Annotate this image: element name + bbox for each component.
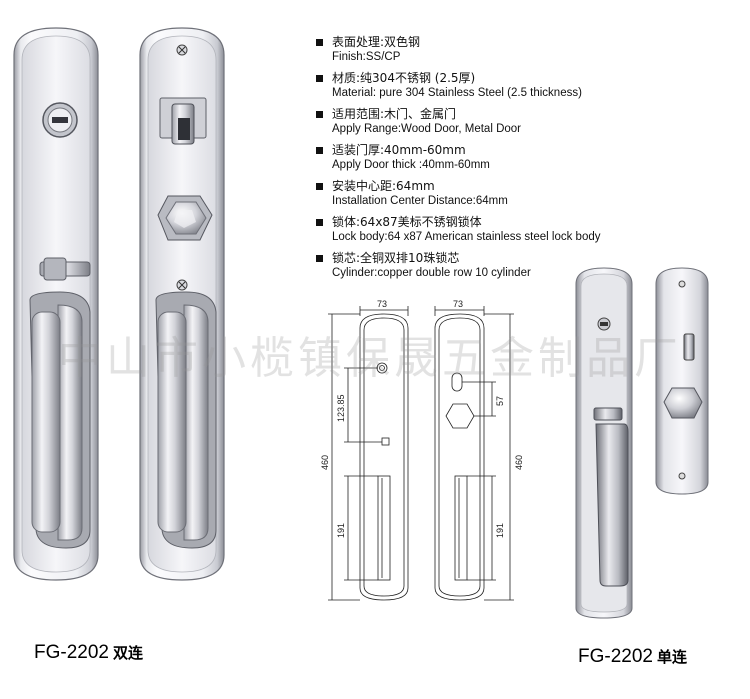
drawing-turn [451,372,463,392]
handle-grip-left [29,291,91,549]
spec-en: Installation Center Distance:64mm [332,195,508,207]
thumb-latch-icon [593,407,623,421]
screw-icon [176,44,188,56]
single-back-plate [655,267,709,495]
drawing-knob [445,403,475,429]
spec-zh: 材质:纯304不锈钢 (2.5厚) [332,71,476,85]
bullet-icon [316,75,323,82]
product-illustration-single [575,267,709,619]
drawing-plate-front [359,313,409,601]
model-suffix: 单连 [656,648,687,666]
product-illustration-double [13,27,225,581]
bullet-icon [316,183,323,190]
single-front-plate [575,267,633,619]
spec-item-door-thick: 适装门厚:40mm-60mm Apply Door thick :40mm-60… [314,142,634,173]
knob-icon [157,195,213,241]
dim-width-left: 73 [377,299,387,309]
spec-item-lock-body: 锁体:64x87美标不锈钢锁体 Lock body:64 x87 America… [314,214,634,245]
bullet-icon [316,219,323,226]
spec-en: Apply Door thick :40mm-60mm [332,159,490,171]
dim-handle-left: 191 [336,523,346,538]
model-code: FG-2202 [578,646,653,667]
bullet-icon [316,255,323,262]
spec-en: Material: pure 304 Stainless Steel (2.5 … [332,87,582,99]
handle-grip-icon [595,423,629,587]
screw-icon [176,279,188,291]
model-suffix: 双连 [112,644,143,662]
spec-item-finish: 表面处理:双色钢 Finish:SS/CP [314,34,634,65]
dim-handle-right: 191 [495,523,505,538]
drawing-latch [381,437,390,446]
spec-zh: 表面处理:双色钢 [332,35,421,49]
handle-grip-right [155,291,217,549]
spec-en: Finish:SS/CP [332,51,401,63]
spec-zh: 适装门厚:40mm-60mm [332,143,466,157]
deadbolt-turn-icon [159,97,207,145]
dim-height-left: 460 [320,455,330,470]
key-cylinder-icon [42,102,78,138]
knob-icon [663,387,703,419]
dim-knob-offset: 57 [495,396,505,406]
spec-zh: 安装中心距:64mm [332,179,435,193]
bullet-icon [316,111,323,118]
thumb-latch-icon [39,257,91,281]
bullet-icon [316,147,323,154]
spec-item-cylinder: 锁芯:全铜双排10珠锁芯 Cylinder:copper double row … [314,250,634,281]
model-code: FG-2202 [34,642,109,663]
spec-en: Lock body:64 x87 American stainless stee… [332,231,601,243]
spec-zh: 锁体:64x87美标不锈钢锁体 [332,215,482,229]
dim-height-right: 460 [514,455,524,470]
dim-cylinder-offset: 123.85 [336,394,346,422]
screw-icon [678,280,686,288]
spec-en: Apply Range:Wood Door, Metal Door [332,123,521,135]
drawing-handle-back [454,475,468,581]
drawing-cylinder [376,362,388,374]
drawing-plate-back [434,313,485,601]
dim-width-right: 73 [453,299,463,309]
drawing-handle-front [377,475,391,581]
deadbolt-turn-icon [683,333,695,361]
spec-item-material: 材质:纯304不锈钢 (2.5厚) Material: pure 304 Sta… [314,70,634,101]
spec-zh: 锁芯:全铜双排10珠锁芯 [332,251,460,265]
spec-list: 表面处理:双色钢 Finish:SS/CP 材质:纯304不锈钢 (2.5厚) … [314,34,634,286]
bullet-icon [316,39,323,46]
technical-drawing: 73 73 460 123.85 191 460 57 191 [320,299,524,601]
spec-item-apply-range: 适用范围:木门、金属门 Apply Range:Wood Door, Metal… [314,106,634,137]
spec-item-center-distance: 安装中心距:64mm Installation Center Distance:… [314,178,634,209]
spec-zh: 适用范围:木门、金属门 [332,107,457,121]
spec-en: Cylinder:copper double row 10 cylinder [332,267,531,279]
screw-icon [678,472,686,480]
